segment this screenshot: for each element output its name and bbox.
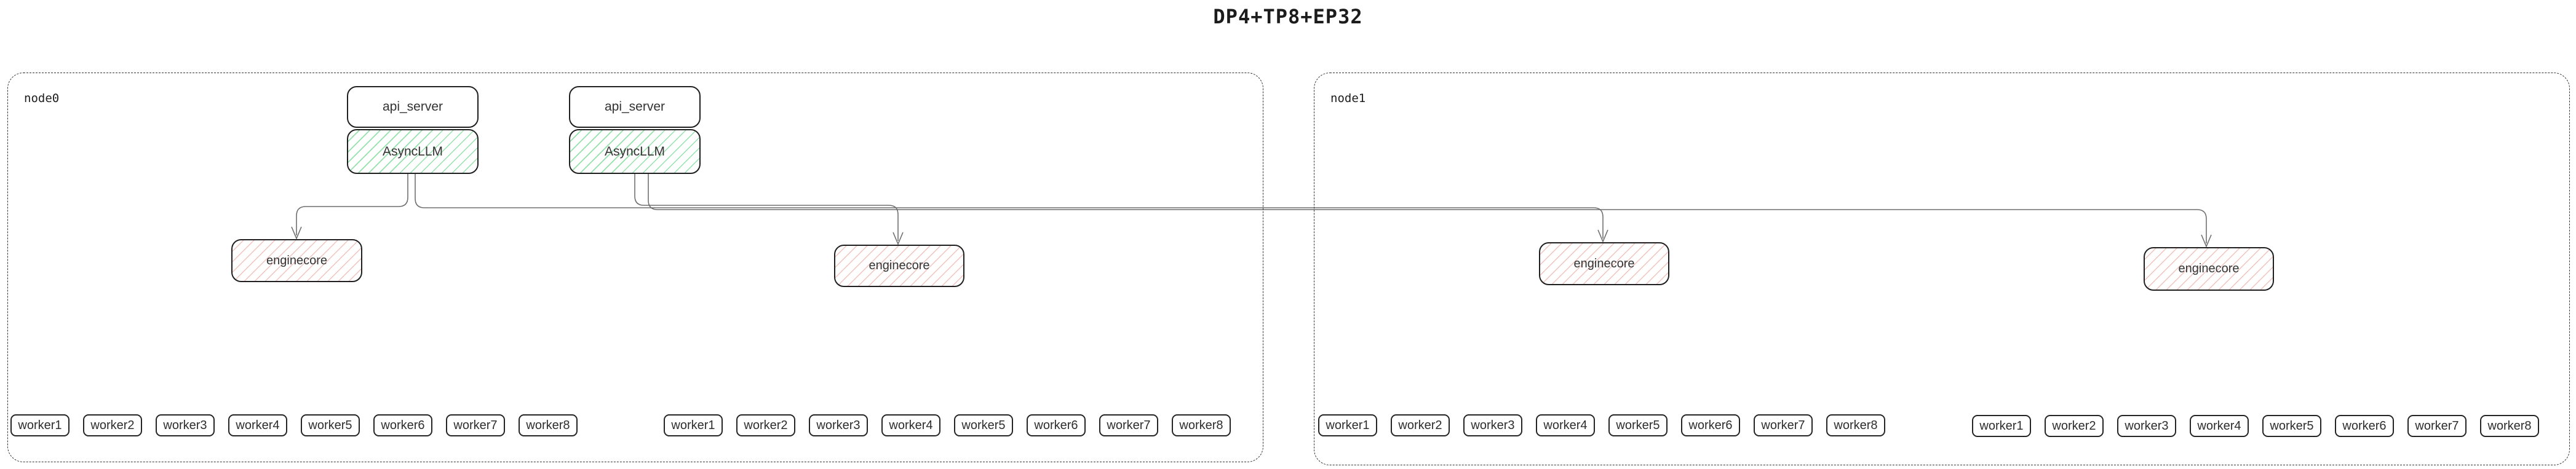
enginecore-box: enginecore [1539,242,1669,285]
worker-box: worker3 [156,414,215,436]
worker-box: worker3 [2117,415,2176,437]
worker-box: worker8 [1826,414,1885,436]
enginecore-label: enginecore [2178,262,2240,275]
worker-box: worker5 [2262,415,2321,437]
worker-box: worker7 [1099,414,1158,436]
node0-container: node0 api_server AsyncLLM api_server Asy… [7,73,1263,462]
node1-label: node1 [1330,92,1366,105]
worker-box: worker3 [809,414,868,436]
api-server-label: api_server [382,100,443,114]
worker-box: worker4 [881,414,940,436]
api-server-label: api_server [604,100,666,114]
worker-box: worker8 [2480,415,2539,437]
worker-box: worker1 [1318,414,1377,436]
worker-group: worker1 worker2 worker3 worker4 worker5 worke… [1972,415,2539,437]
enginecore-label: enginecore [1573,256,1635,270]
worker-box: worker1 [1972,415,2031,437]
api-server-box: api_server [347,86,479,128]
worker-box: worker6 [373,414,432,436]
worker-box: worker6 [2335,415,2394,437]
worker-box: worker8 [1172,414,1231,436]
worker-box: worker8 [519,414,578,436]
node0-label: node0 [24,92,60,105]
worker-group: worker1 worker2 worker3 worker4 worker5 worke… [10,414,578,436]
worker-box: worker1 [664,414,723,436]
enginecore-box: enginecore [231,239,362,282]
worker-box: worker7 [446,414,505,436]
worker-group: worker1 worker2 worker3 worker4 worker5 worke… [1318,414,1885,436]
worker-box: worker2 [1391,414,1450,436]
worker-box: worker5 [301,414,360,436]
worker-box: worker4 [2190,415,2249,437]
worker-group: worker1 worker2 worker3 worker4 worker5 worke… [664,414,1231,436]
api-server-box: api_server [569,86,701,128]
asyncllm-label: AsyncLLM [382,144,443,159]
worker-box: worker6 [1027,414,1086,436]
worker-box: worker6 [1681,414,1740,436]
worker-box: worker4 [1536,414,1595,436]
worker-box: worker5 [1608,414,1668,436]
enginecore-label: enginecore [266,253,327,267]
worker-box: worker4 [228,414,287,436]
worker-box: worker5 [954,414,1013,436]
enginecore-label: enginecore [869,259,930,272]
asyncllm-box: AsyncLLM [569,129,701,174]
enginecore-box: enginecore [834,245,964,287]
worker-box: worker7 [2407,415,2467,437]
worker-box: worker2 [83,414,142,436]
worker-box: worker7 [1754,414,1813,436]
asyncllm-box: AsyncLLM [347,129,479,174]
worker-box: worker2 [736,414,795,436]
worker-box: worker2 [2045,415,2104,437]
asyncllm-label: AsyncLLM [604,144,666,159]
worker-box: worker3 [1463,414,1522,436]
worker-box: worker1 [10,414,70,436]
diagram-title: DP4+TP8+EP32 [1213,5,1363,28]
enginecore-box: enginecore [2144,247,2274,291]
